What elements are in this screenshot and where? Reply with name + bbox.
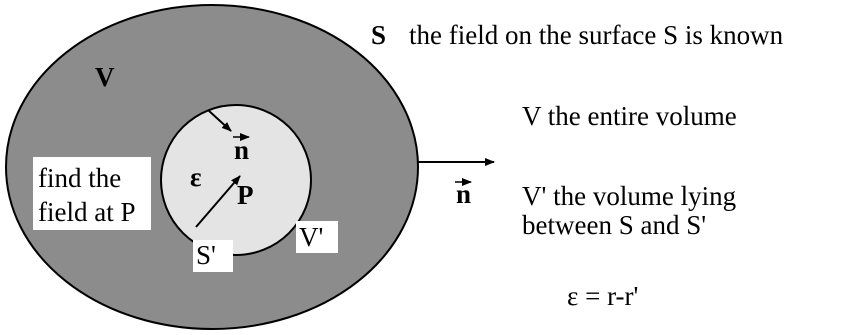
note-epsilon-definition: ε = r-r' xyxy=(567,281,638,311)
find-field-line-2: field at P xyxy=(38,197,135,227)
note-volume-between-line-2: between S and S' xyxy=(522,210,706,240)
outer-volume-label: V xyxy=(95,62,115,92)
inner-volume-label: V' xyxy=(299,222,323,252)
inner-normal-label: n xyxy=(234,135,249,165)
point-p-label: P xyxy=(237,180,254,210)
note-entire-volume: V the entire volume xyxy=(522,101,737,131)
find-field-label-box xyxy=(33,157,151,230)
surface-note: the field on the surface S is known xyxy=(409,20,784,50)
inner-normal-arrow xyxy=(207,109,232,132)
epsilon-label: ε xyxy=(190,162,202,192)
epsilon-arrow xyxy=(195,175,241,228)
inner-surface-label-box xyxy=(193,240,233,272)
outer-normal-label: n xyxy=(456,179,471,209)
surface-s-label: S xyxy=(371,20,386,50)
note-volume-between-line-1: V' the volume lying xyxy=(522,181,736,211)
inner-surface-label: S' xyxy=(196,240,216,270)
inner-volume-label-box xyxy=(296,221,338,253)
find-field-line-1: find the xyxy=(38,163,121,193)
